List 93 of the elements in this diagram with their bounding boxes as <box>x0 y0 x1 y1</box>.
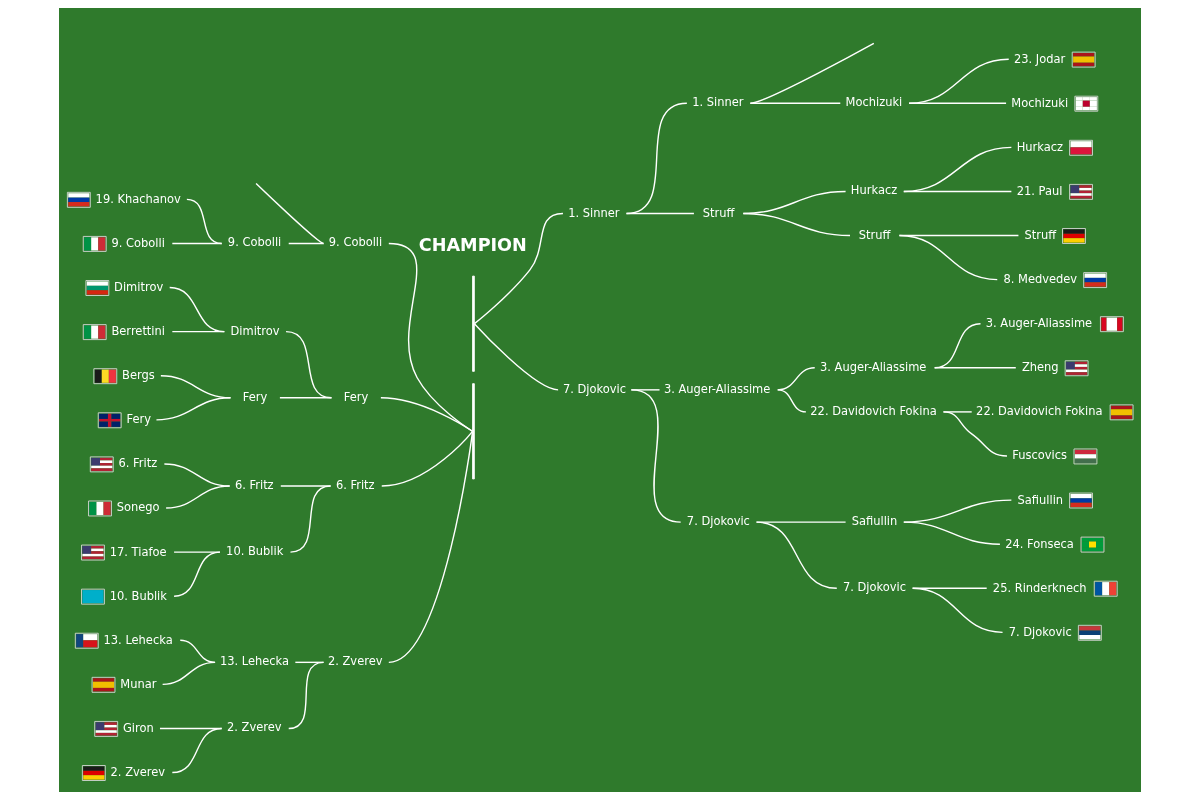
node-label: Munar <box>120 676 157 691</box>
node-text: Fery <box>343 389 369 404</box>
node-text: Safiullin <box>851 514 898 529</box>
connector <box>777 389 807 413</box>
node-text: 3. Auger-Aliassime <box>820 359 927 374</box>
node-label: Safiullin <box>1017 492 1064 507</box>
connector <box>173 551 221 553</box>
node-text: 3. Auger-Aliassime <box>663 381 771 396</box>
connector <box>908 58 1010 104</box>
node-label: Mochizuki <box>1011 95 1069 110</box>
connector <box>168 286 226 333</box>
node-text: Hurkacz <box>850 183 898 198</box>
connector <box>165 485 231 509</box>
node-label: 2. Zverev <box>110 765 166 780</box>
node-label: 24. Fonseca <box>1005 536 1074 551</box>
node-label: 22. Davidovich Fokina <box>976 404 1103 419</box>
node-label: Hurkacz <box>1016 139 1064 154</box>
node-text: 6. Fritz <box>234 477 274 492</box>
connector <box>171 727 223 774</box>
node-text: 13. Lehecka <box>219 654 290 669</box>
connector <box>625 212 695 215</box>
connector <box>161 661 216 686</box>
connector <box>755 521 847 523</box>
node-label: 21. Paul <box>1016 183 1063 198</box>
node-label: Berrettini <box>111 324 165 339</box>
connector <box>388 242 474 432</box>
node-text: 1. Sinner <box>692 95 744 110</box>
connector <box>380 397 474 432</box>
connector <box>288 661 325 730</box>
connector <box>171 242 223 245</box>
node-label: 25. Rinderknech <box>992 580 1087 595</box>
connector <box>280 485 332 487</box>
node-label: Zheng <box>1021 360 1059 375</box>
connector <box>173 551 221 597</box>
node-text: 9. Cobolli <box>328 235 383 250</box>
connector <box>742 212 851 237</box>
connector <box>755 521 838 589</box>
node-label: 19. Khachanov <box>95 191 181 206</box>
node-label: Fuscovics <box>1012 448 1067 463</box>
node-text: Dimitrov <box>230 323 280 338</box>
connector <box>933 367 1017 369</box>
node-text: 6. Fritz <box>335 477 375 492</box>
connector <box>749 42 875 104</box>
node-label: 9. Cobolli <box>111 235 165 250</box>
node-text: Fery <box>242 389 268 404</box>
connector <box>903 190 1013 193</box>
connector <box>473 212 564 325</box>
node-label: 6. Fritz <box>118 456 158 471</box>
node-text: 10. Bublik <box>226 544 284 559</box>
node-label: Bergs <box>122 368 155 383</box>
node-text: 1. Sinner <box>568 205 620 220</box>
connector <box>289 485 332 553</box>
node-label: 7. Djokovic <box>1008 624 1072 639</box>
node-label: Fery <box>126 412 151 427</box>
node-label: 17. Tiafoe <box>109 544 167 559</box>
connector <box>288 242 325 245</box>
node-text: Struff <box>702 205 735 220</box>
node-label: Dimitrov <box>114 280 164 295</box>
node-text: 7. Djokovic <box>686 514 750 529</box>
node-label: Giron <box>122 720 154 735</box>
node-label: 10. Bublik <box>109 588 167 603</box>
node-text: 9. Cobolli <box>227 235 282 250</box>
node-label: 8. Medvedev <box>1003 272 1078 287</box>
connector <box>388 430 474 664</box>
connector <box>903 521 1001 545</box>
node-text: 7. Djokovic <box>562 381 627 396</box>
node-label: 3. Auger-Aliassime <box>985 316 1093 331</box>
node-label: 13. Lehecka <box>103 632 173 647</box>
connector <box>171 330 226 333</box>
node-text: Mochizuki <box>845 95 903 110</box>
connector <box>908 102 1007 104</box>
connector <box>255 182 325 245</box>
connector <box>942 411 1008 457</box>
connector <box>381 430 474 487</box>
connector <box>630 389 682 523</box>
node-bar <box>472 383 475 480</box>
node-label: Struff <box>1024 227 1057 242</box>
connector <box>279 397 333 399</box>
node-label: 23. Jodar <box>1014 51 1066 66</box>
connector <box>473 323 559 391</box>
label: CHAMPION <box>418 235 527 256</box>
node-text: 7. Djokovic <box>842 580 907 595</box>
node-text: 2. Zverev <box>327 654 383 669</box>
connector <box>155 397 232 421</box>
node-bar <box>472 275 475 372</box>
node-text: 2. Zverev <box>226 720 282 735</box>
node-label: Sonego <box>116 500 160 515</box>
connector <box>911 587 1004 634</box>
connector <box>898 234 998 281</box>
node-text: 22. Davidovich Fokina <box>810 403 937 418</box>
node-text: Struff <box>858 227 891 242</box>
connector <box>903 146 1013 193</box>
connector <box>179 639 216 664</box>
